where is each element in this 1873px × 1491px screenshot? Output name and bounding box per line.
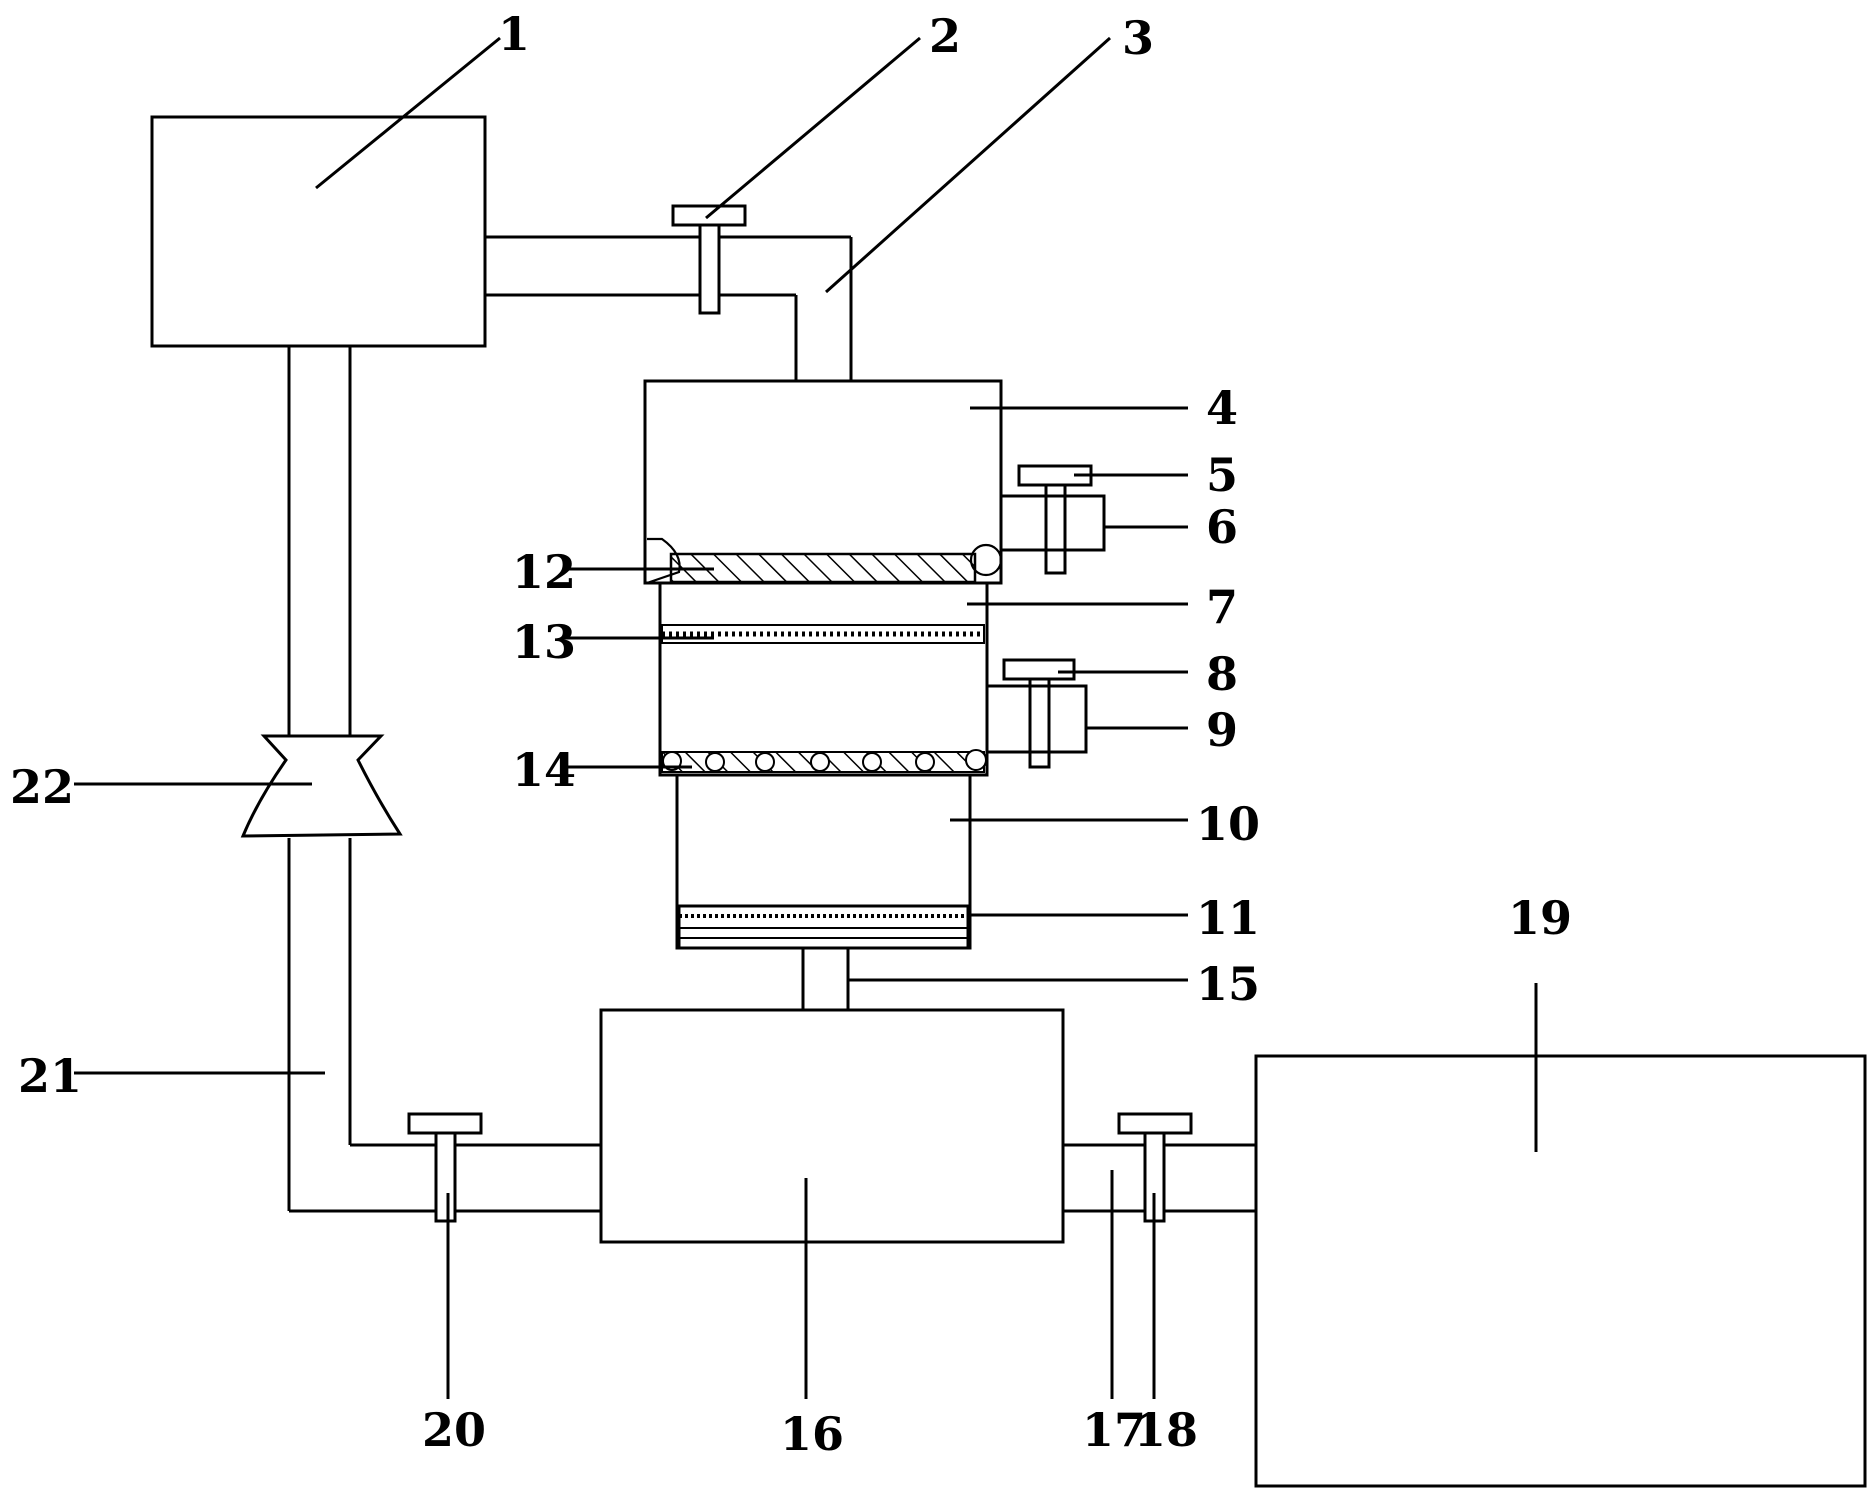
pipe-15 [801, 948, 850, 1010]
pipe-3 [485, 235, 853, 381]
layer-12 [669, 552, 977, 584]
label-19: 19 [1508, 891, 1572, 945]
label-17: 17 [1082, 1403, 1146, 1457]
label-4: 4 [1206, 381, 1238, 435]
label-18: 18 [1134, 1403, 1198, 1457]
label-10: 10 [1196, 797, 1260, 851]
valve-5 [1017, 464, 1093, 575]
valve-20 [407, 1112, 483, 1223]
line-6 [999, 381, 1106, 552]
label-3: 3 [1122, 11, 1154, 65]
tank-16 [599, 1008, 1065, 1244]
label-2: 2 [929, 9, 961, 63]
label-6: 6 [1206, 500, 1238, 554]
label-9: 9 [1206, 703, 1238, 757]
seal-right-12 [969, 543, 1003, 577]
tank-1 [150, 115, 487, 348]
label-15: 15 [1196, 957, 1260, 1011]
pump-22 [240, 734, 403, 838]
label-5: 5 [1206, 448, 1238, 502]
filter-11 [677, 904, 970, 950]
label-14: 14 [512, 743, 576, 797]
label-8: 8 [1206, 647, 1238, 701]
valve-2 [671, 204, 747, 315]
layer-14 [661, 749, 987, 773]
label-21: 21 [18, 1049, 82, 1103]
pipe-21 [287, 346, 601, 1213]
layer-13 [661, 624, 985, 644]
label-16: 16 [780, 1407, 844, 1461]
chamber-4 [643, 379, 1003, 585]
label-22: 22 [10, 760, 74, 814]
chamber-7 [658, 581, 989, 777]
leader-lines [74, 36, 1538, 1399]
label-12: 12 [512, 545, 576, 599]
label-20: 20 [422, 1403, 486, 1457]
label-11: 11 [1196, 891, 1260, 945]
line-9 [985, 583, 1088, 754]
label-13: 13 [512, 615, 576, 669]
seal-left-12 [646, 537, 681, 585]
tank-19 [1254, 1054, 1867, 1488]
valve-8 [1002, 658, 1076, 769]
label-7: 7 [1206, 580, 1238, 634]
label-1: 1 [498, 7, 530, 61]
